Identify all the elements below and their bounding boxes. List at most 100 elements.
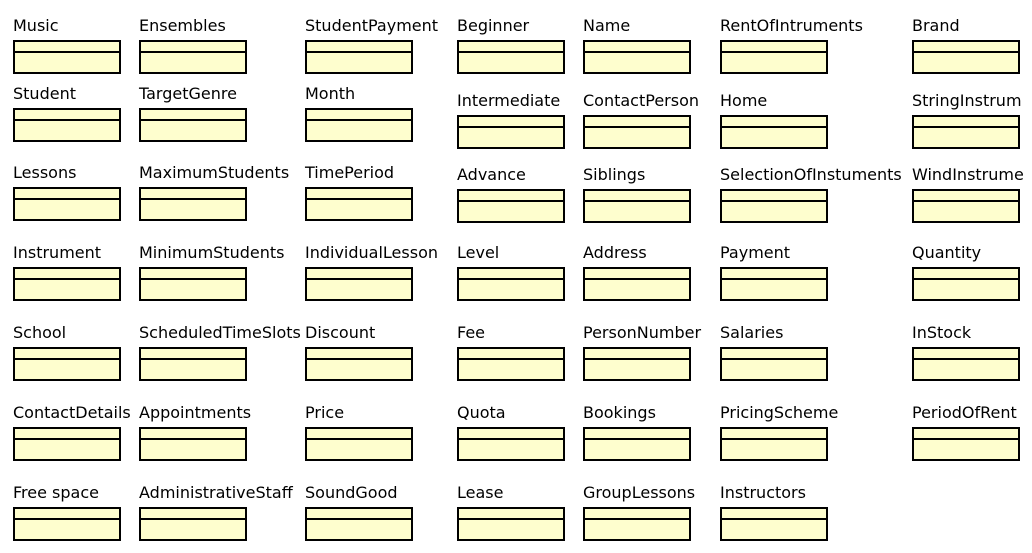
entity-box [583,507,691,541]
entity-name: Level [457,243,500,262]
entity-individuallesson[interactable]: IndividualLesson [305,243,438,301]
entity-bookings[interactable]: Bookings [583,403,693,461]
entity-name: Home [720,91,768,110]
entity-free-space[interactable]: Free space [13,483,123,541]
entity-discount[interactable]: Discount [305,323,415,381]
entity-name: StringInstrum [912,91,1022,110]
entity-box [912,40,1020,74]
entity-name: IndividualLesson [305,243,438,262]
attribute-divider [722,51,826,53]
entity-targetgenre[interactable]: TargetGenre [139,84,249,142]
entity-month[interactable]: Month [305,84,415,142]
attribute-divider [722,200,826,202]
entity-name[interactable]: Name [583,16,693,74]
entity-quantity[interactable]: Quantity [912,243,1022,301]
entity-name: Brand [912,16,960,35]
entity-box [13,108,121,142]
attribute-divider [914,51,1018,53]
entity-ensembles[interactable]: Ensembles [139,16,249,74]
entity-soundgood[interactable]: SoundGood [305,483,415,541]
entity-home[interactable]: Home [720,91,830,149]
entity-stringinstrum[interactable]: StringInstrum [912,91,1022,149]
entity-name: MaximumStudents [139,163,290,182]
entity-name: Bookings [583,403,656,422]
entity-personnumber[interactable]: PersonNumber [583,323,701,381]
entity-name: Quota [457,403,506,422]
entity-box [720,267,828,301]
entity-box [912,347,1020,381]
entity-box [305,507,413,541]
entity-lease[interactable]: Lease [457,483,567,541]
attribute-divider [585,200,689,202]
entity-box [583,427,691,461]
entity-box [139,507,247,541]
entity-instructors[interactable]: Instructors [720,483,830,541]
entity-box [13,40,121,74]
entity-lessons[interactable]: Lessons [13,163,123,221]
entity-box [139,40,247,74]
entity-windinstrume[interactable]: WindInstrume [912,165,1024,223]
attribute-divider [307,518,411,520]
entity-instock[interactable]: InStock [912,323,1022,381]
entity-pricingscheme[interactable]: PricingScheme [720,403,838,461]
entity-rentofintruments[interactable]: RentOfIntruments [720,16,863,74]
entity-studentpayment[interactable]: StudentPayment [305,16,438,74]
entity-box [457,507,565,541]
attribute-divider [722,518,826,520]
entity-maximumstudents[interactable]: MaximumStudents [139,163,289,221]
entity-box [912,427,1020,461]
entity-beginner[interactable]: Beginner [457,16,567,74]
entity-box [13,347,121,381]
entity-name: GroupLessons [583,483,696,502]
entity-price[interactable]: Price [305,403,415,461]
entity-box [139,347,247,381]
entity-selectionofinstuments[interactable]: SelectionOfInstuments [720,165,902,223]
entity-name: Intermediate [457,91,561,110]
entity-advance[interactable]: Advance [457,165,567,223]
entity-grouplessons[interactable]: GroupLessons [583,483,696,541]
entity-music[interactable]: Music [13,16,123,74]
attribute-divider [585,126,689,128]
entity-name: Name [583,16,631,35]
attribute-divider [307,438,411,440]
entity-contactperson[interactable]: ContactPerson [583,91,699,149]
entity-salaries[interactable]: Salaries [720,323,830,381]
entity-name: TargetGenre [139,84,237,103]
entity-brand[interactable]: Brand [912,16,1022,74]
entity-siblings[interactable]: Siblings [583,165,693,223]
entity-student[interactable]: Student [13,84,123,142]
entity-quota[interactable]: Quota [457,403,567,461]
entity-name: Beginner [457,16,530,35]
entity-contactdetails[interactable]: ContactDetails [13,403,131,461]
entity-address[interactable]: Address [583,243,693,301]
entity-intermediate[interactable]: Intermediate [457,91,567,149]
attribute-divider [585,278,689,280]
attribute-divider [141,119,245,121]
entity-periodofrent[interactable]: PeriodOfRent [912,403,1022,461]
entity-level[interactable]: Level [457,243,567,301]
attribute-divider [722,358,826,360]
entity-name: Price [305,403,345,422]
entity-instrument[interactable]: Instrument [13,243,123,301]
attribute-divider [307,358,411,360]
entity-box [457,347,565,381]
attribute-divider [141,358,245,360]
entity-name: Advance [457,165,526,184]
entity-box [720,427,828,461]
entity-name: Instructors [720,483,806,502]
entity-school[interactable]: School [13,323,123,381]
entity-name: RentOfIntruments [720,16,863,35]
entity-name: PersonNumber [583,323,702,342]
entity-administrativestaff[interactable]: AdministrativeStaff [139,483,293,541]
entity-name: Lessons [13,163,77,182]
entity-timeperiod[interactable]: TimePeriod [305,163,415,221]
entity-fee[interactable]: Fee [457,323,567,381]
entity-box [457,189,565,223]
entity-scheduledtimeslots[interactable]: ScheduledTimeSlots [139,323,301,381]
entity-name: ScheduledTimeSlots [139,323,301,342]
entity-payment[interactable]: Payment [720,243,830,301]
entity-minimumstudents[interactable]: MinimumStudents [139,243,284,301]
entity-appointments[interactable]: Appointments [139,403,251,461]
entity-box [912,189,1020,223]
entity-box [583,347,691,381]
